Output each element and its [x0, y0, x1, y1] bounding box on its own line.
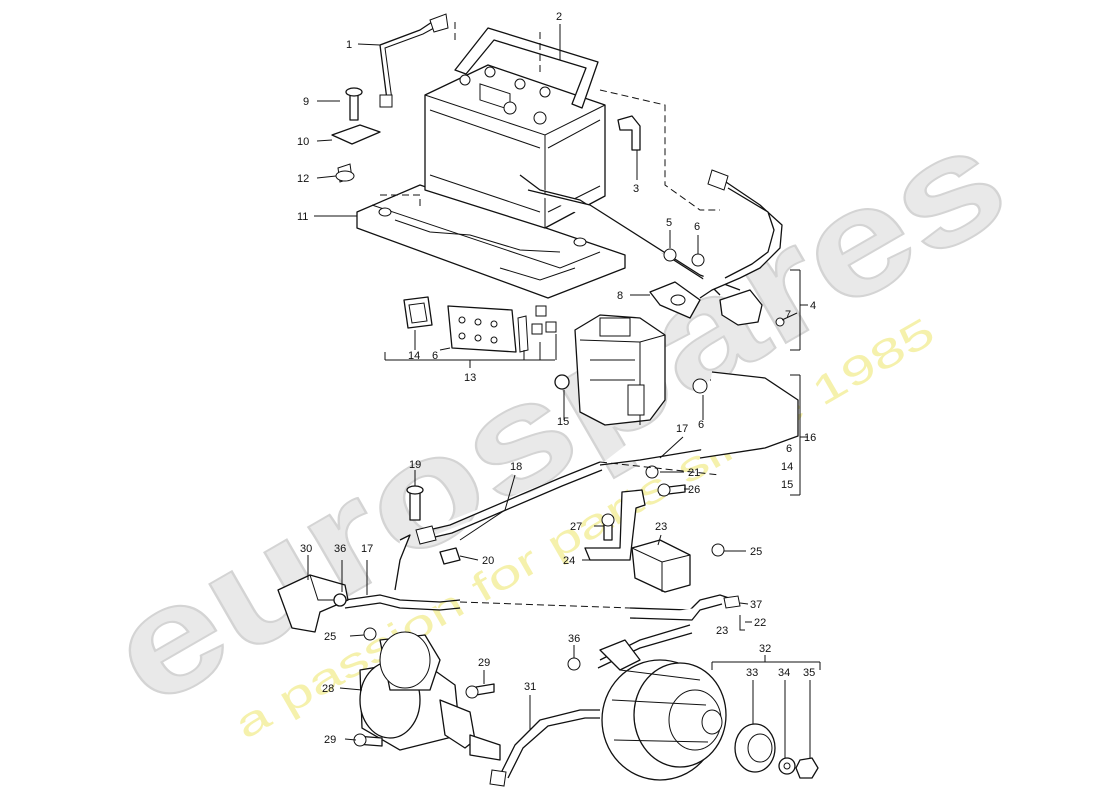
callout-27: 27 — [570, 521, 582, 533]
callout-36a: 36 — [334, 543, 346, 555]
callout-12: 12 — [297, 173, 309, 185]
callout-24: 24 — [563, 555, 575, 567]
callout-15b: 15 — [781, 479, 793, 491]
callout-7: 7 — [785, 309, 791, 321]
fuse-box-fasteners — [649, 248, 705, 319]
guide-lines — [380, 20, 721, 609]
callout-9: 9 — [303, 96, 309, 108]
hold-down-parts — [331, 87, 381, 183]
callout-5: 5 — [666, 217, 672, 229]
leader-lines — [307, 24, 821, 758]
mounting-bracket — [584, 489, 646, 561]
callout-6a: 6 — [694, 221, 700, 233]
callout-13: 13 — [464, 372, 476, 384]
battery — [424, 27, 606, 229]
callout-34: 34 — [778, 667, 790, 679]
vent-elbow — [617, 115, 641, 151]
callout-4: 4 — [810, 300, 816, 312]
callout-2: 2 — [556, 11, 562, 23]
callout-37: 37 — [750, 599, 762, 611]
callout-18: 18 — [510, 461, 522, 473]
callout-17b: 17 — [361, 543, 373, 555]
battery-tray — [356, 184, 626, 299]
fuse-strip-kit — [403, 296, 557, 353]
callout-22: 22 — [754, 617, 766, 629]
callout-3: 3 — [633, 183, 639, 195]
cable-clips — [439, 465, 659, 565]
callout-23b: 23 — [716, 625, 728, 637]
callout-31: 31 — [524, 681, 536, 693]
callout-20: 20 — [482, 555, 494, 567]
callout-17a: 17 — [676, 423, 688, 435]
battery-ground-cable — [379, 13, 449, 108]
callout-16: 16 — [804, 432, 816, 444]
callout-32: 32 — [759, 643, 771, 655]
nut-15 — [554, 374, 570, 390]
callout-14b: 14 — [781, 461, 793, 473]
callout-15a: 15 — [557, 416, 569, 428]
callout-23a: 23 — [655, 521, 667, 533]
fuse-box — [574, 314, 666, 426]
callout-33: 33 — [746, 667, 758, 679]
callout-6d: 6 — [786, 443, 792, 455]
callout-25b: 25 — [324, 631, 336, 643]
alternator-cable — [489, 709, 600, 787]
starter-cable-18 — [415, 461, 603, 545]
callout-29a: 29 — [478, 657, 490, 669]
callout-28: 28 — [322, 683, 334, 695]
bolts-small — [406, 483, 686, 541]
callout-6b: 6 — [432, 350, 438, 362]
callout-1: 1 — [346, 39, 352, 51]
starter-bracket — [277, 574, 349, 633]
callout-8: 8 — [617, 290, 623, 302]
callout-21: 21 — [688, 467, 700, 479]
callout-11: 11 — [297, 211, 308, 223]
callout-6c: 6 — [698, 419, 704, 431]
callout-10: 10 — [297, 136, 309, 148]
positive-battery-cable — [519, 169, 785, 327]
callout-19: 19 — [409, 459, 421, 471]
callout-29b: 29 — [324, 734, 336, 746]
callout-labels: 1 2 3 4 5 6 7 8 9 10 12 11 14 6 13 15 6 … — [297, 11, 816, 746]
terminal-box — [631, 539, 725, 593]
callout-25a: 25 — [750, 546, 762, 558]
callout-26: 26 — [688, 484, 700, 496]
alternator — [599, 639, 727, 781]
starter-bolts — [353, 683, 495, 747]
main-cable-upper — [599, 371, 799, 466]
callout-14a: 14 — [408, 350, 420, 362]
callout-36b: 36 — [568, 633, 580, 645]
pulley-parts — [734, 723, 819, 779]
starter-motor — [359, 631, 501, 761]
callout-30: 30 — [300, 543, 312, 555]
nuts-lower — [363, 595, 741, 671]
callout-35: 35 — [803, 667, 815, 679]
